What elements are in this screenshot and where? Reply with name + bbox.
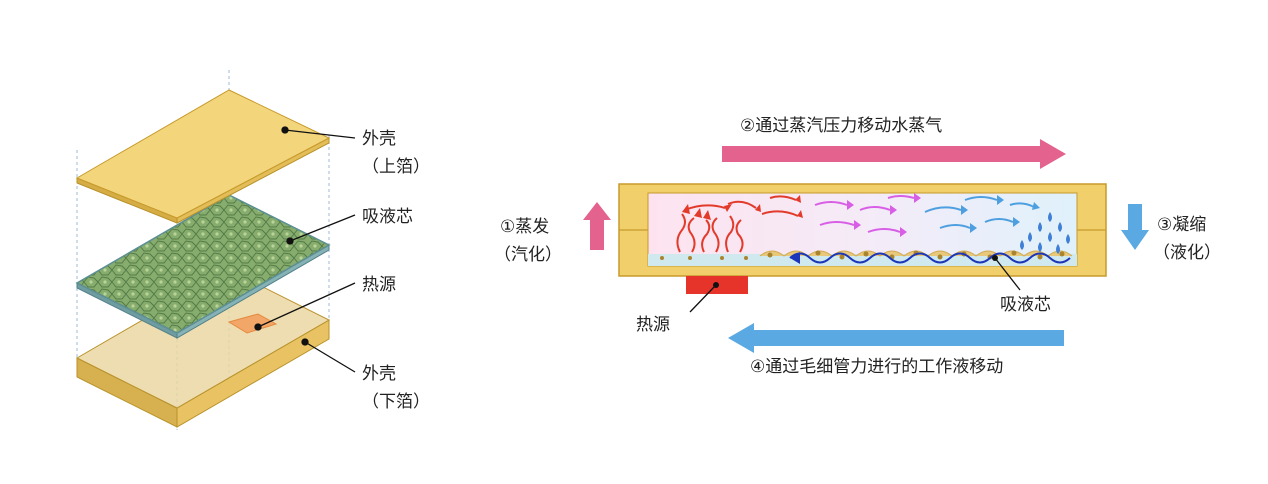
- lower-shell-label: 外壳: [362, 364, 396, 384]
- wick-label: 吸液芯: [362, 207, 413, 227]
- wick-label-right: 吸液芯: [1000, 295, 1051, 315]
- evaporation-up-arrow: [583, 202, 611, 250]
- upper-shell: [75, 89, 331, 224]
- condensation-down-arrow: [1121, 204, 1149, 250]
- cross-section-view: ②通过蒸汽压力移动水蒸气: [494, 116, 1221, 377]
- wick-layer: [75, 194, 331, 339]
- step4-label: ④通过毛细管力进行的工作液移动: [750, 357, 1003, 377]
- step3-label: ③凝缩: [1157, 215, 1206, 235]
- wick-strip: [648, 250, 1077, 266]
- vapor-flow-arrow: [722, 139, 1066, 169]
- condensation-droplets: [1020, 212, 1070, 254]
- liquid-return-arrow: [728, 323, 1064, 353]
- vapor-magenta-arrows: [814, 195, 915, 233]
- heat-source-label: 热源: [362, 275, 396, 295]
- heat-source-pad: [227, 313, 278, 334]
- step1-sublabel: （汽化）: [494, 245, 562, 265]
- exploded-view: 外壳 （上箔） 吸液芯 热源 外壳 （下箔）: [75, 70, 430, 430]
- vapor-blue-arrows: [924, 196, 1035, 229]
- step1-label: ①蒸发: [500, 217, 549, 237]
- lower-shell: [75, 269, 331, 428]
- lower-shell-sublabel: （下箔）: [362, 392, 430, 412]
- heat-source-label-right: 热源: [636, 315, 670, 335]
- upper-shell-label: 外壳: [362, 129, 396, 149]
- upper-shell-sublabel: （上箔）: [362, 157, 430, 177]
- step3-sublabel: （液化）: [1153, 243, 1221, 263]
- step2-label: ②通过蒸汽压力移动水蒸气: [740, 116, 942, 136]
